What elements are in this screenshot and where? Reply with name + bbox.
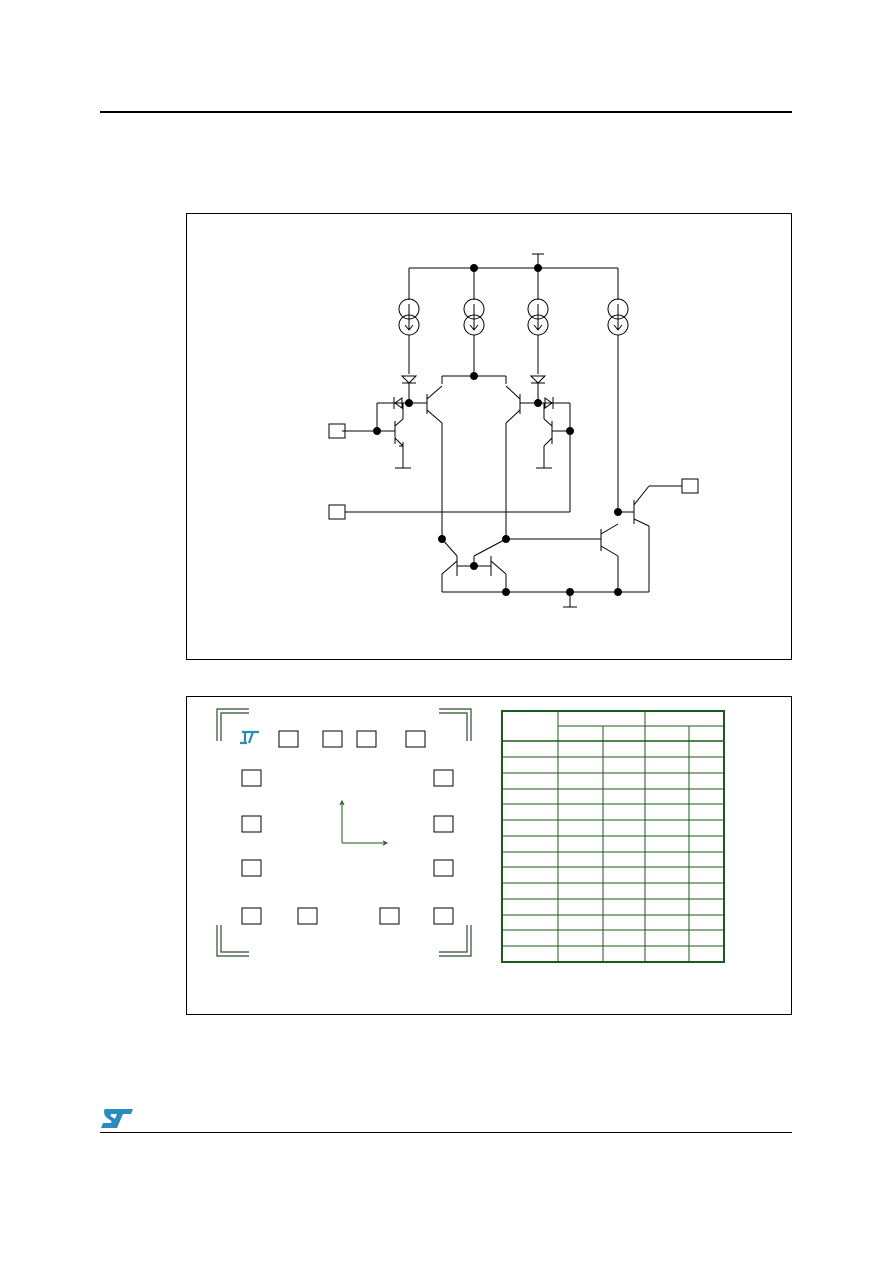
- header-rule: [100, 111, 792, 113]
- input-pin-2: [328, 504, 346, 520]
- schematic-figure: [186, 213, 792, 660]
- footer-rule: [100, 1132, 792, 1133]
- current-source-4: [607, 268, 629, 512]
- current-source-3: [527, 268, 549, 374]
- current-source-1: [398, 268, 420, 374]
- output-pin: [681, 478, 699, 494]
- die-axes: [339, 799, 389, 846]
- st-logo-icon: [240, 730, 259, 745]
- diode: [400, 375, 418, 384]
- die-corner-marks: [216, 708, 472, 957]
- die-pads: [241, 730, 454, 925]
- st-logo-icon: [99, 1106, 135, 1130]
- diode: [529, 375, 547, 384]
- die-figure: [186, 696, 792, 1015]
- input-pin-1: [328, 423, 346, 439]
- pad-table: [501, 710, 725, 963]
- current-source-2: [463, 268, 485, 376]
- die-layout-diagram: [216, 708, 725, 963]
- schematic-diagram: [328, 253, 699, 608]
